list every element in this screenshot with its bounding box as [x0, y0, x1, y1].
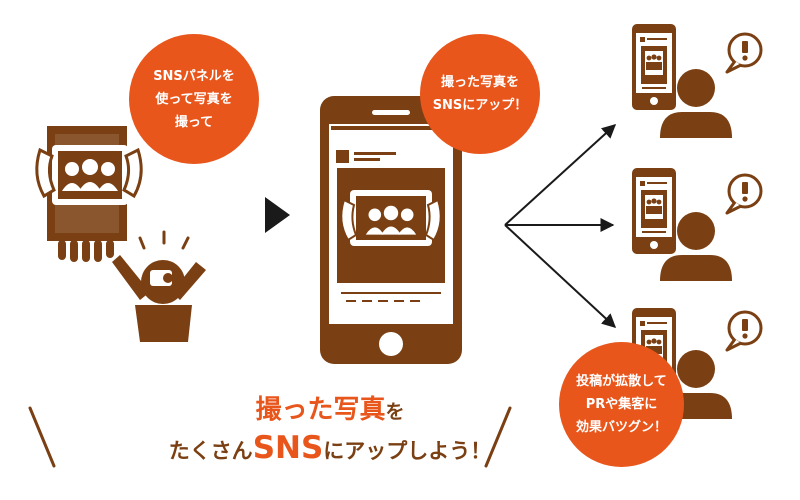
exclamation-icon: [725, 32, 763, 74]
headline-slash-left: [28, 406, 56, 468]
headline-pre: たくさん: [168, 439, 253, 463]
bubble-line: SNSパネルを: [153, 68, 235, 84]
exclamation-icon: [725, 173, 763, 215]
bubble-line: SNSにアップ！: [432, 98, 528, 113]
spread-arrows: [504, 124, 617, 328]
headline-post: にアップしよう！: [323, 439, 492, 463]
bubble-line: 撮って: [174, 114, 214, 130]
headline-brand: SNS: [252, 430, 324, 466]
headline-slash-right: [484, 406, 512, 468]
viewer-row-2: [632, 168, 763, 281]
viewer-row-1: [632, 24, 763, 138]
exclamation-icon: [725, 310, 763, 352]
bubble-line: 撮った写真を: [440, 75, 519, 90]
bubble-spread: 投稿が拡散して PRや集客に 効果バツグン！: [559, 342, 684, 467]
headline-line-1: 撮った写真を: [0, 392, 660, 430]
bubble-line: 使って写真を: [155, 91, 233, 107]
bubble-line: PRや集客に: [585, 397, 658, 412]
bubble-take-photo: SNSパネルを 使って写真を 撮って: [129, 34, 259, 164]
bubble-line: 投稿が拡散して: [576, 374, 667, 389]
bubble-line: 効果バツグン！: [575, 420, 667, 435]
headline-main: 撮った写真: [255, 395, 386, 425]
photo-taking-scene: [35, 126, 206, 342]
bubble-upload: 撮った写真を SNSにアップ！: [420, 34, 540, 154]
flow-arrow-icon: [265, 197, 290, 233]
headline-tail: を: [385, 401, 405, 423]
headline: 撮った写真を たくさんSNSにアップしよう！: [0, 392, 660, 469]
photographer-figure: [112, 230, 206, 342]
smartphone-mockup: [320, 96, 462, 364]
headline-line-2: たくさんSNSにアップしよう！: [0, 430, 660, 469]
